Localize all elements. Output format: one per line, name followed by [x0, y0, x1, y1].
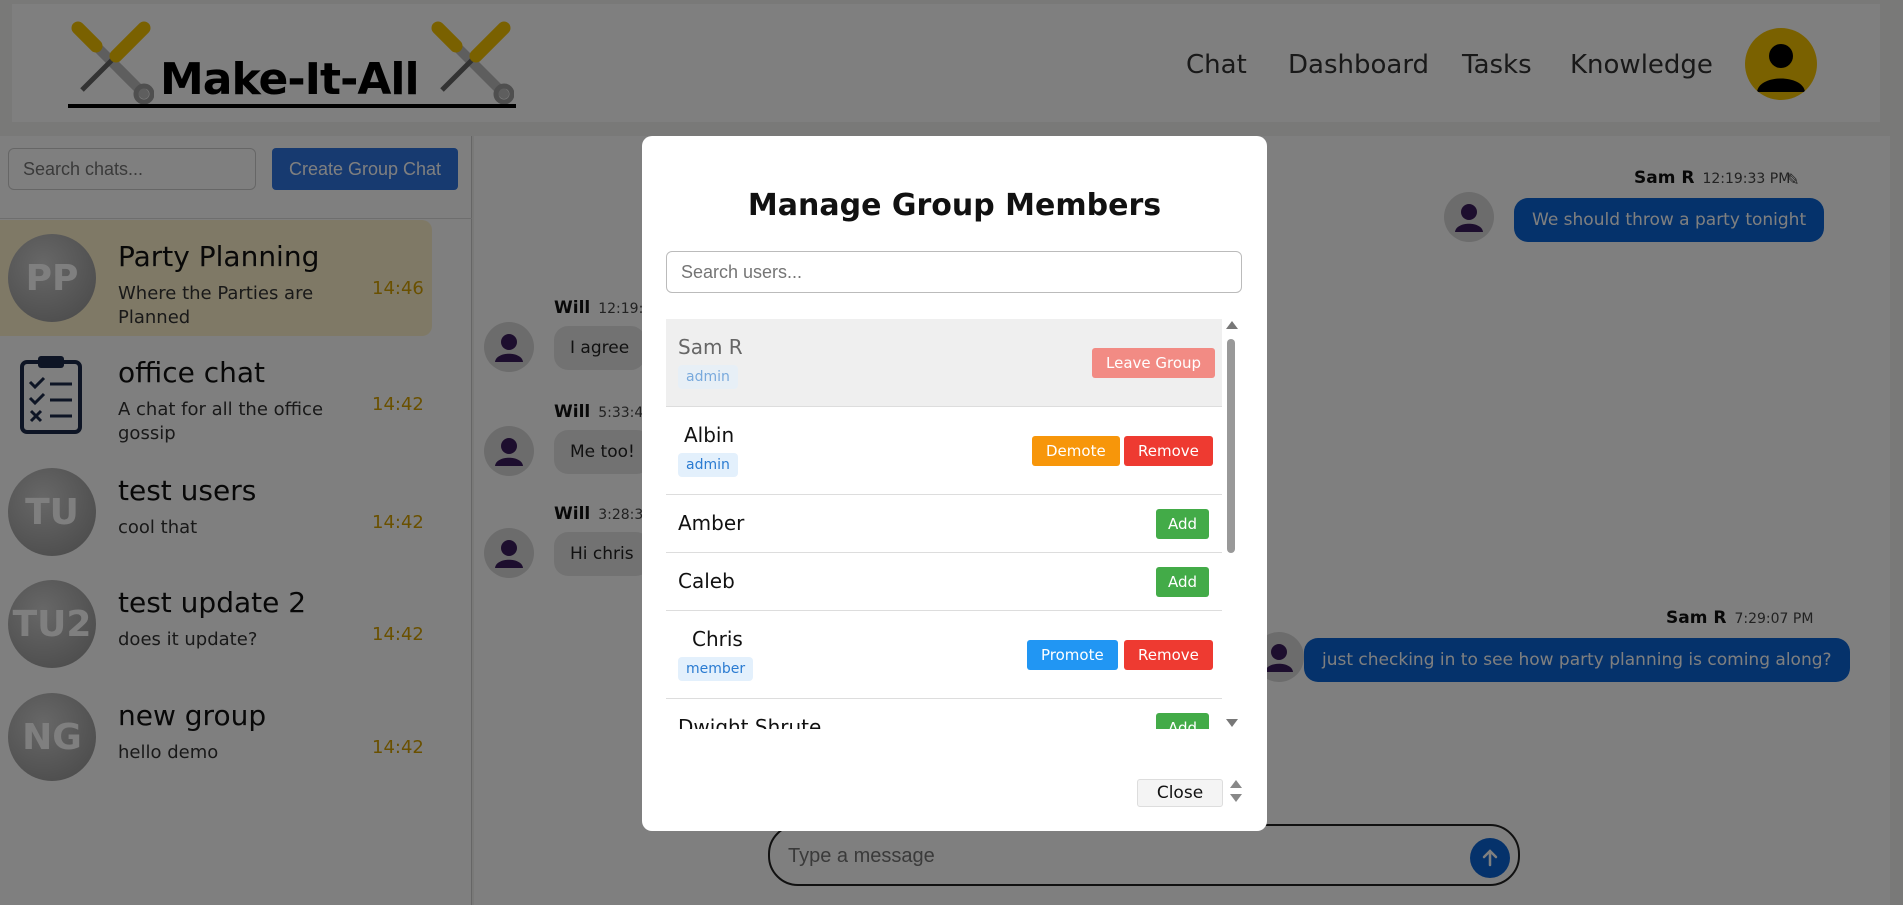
role-badge: admin	[678, 365, 738, 389]
modal-title: Manage Group Members	[747, 188, 1162, 223]
scroll-thumb[interactable]	[1227, 339, 1235, 553]
member-name: Dwight Shrute	[678, 715, 822, 729]
spinner-arrows-icon[interactable]	[1230, 780, 1242, 808]
members-scrollbar[interactable]	[1224, 319, 1238, 729]
role-badge: member	[678, 657, 754, 681]
members-list: Sam R admin Leave Group Albin admin Demo…	[666, 319, 1222, 729]
scroll-up-arrow-icon[interactable]	[1226, 321, 1238, 329]
add-button[interactable]: Add	[1156, 509, 1210, 539]
member-row: Albin admin Demote Remove	[666, 407, 1222, 495]
member-name: Albin	[684, 423, 735, 447]
member-row: Caleb Add	[666, 553, 1222, 611]
member-name: Amber	[678, 511, 745, 535]
remove-button[interactable]: Remove	[1124, 640, 1213, 670]
member-row: Dwight Shrute Add	[666, 699, 1222, 729]
member-name: Sam R	[678, 335, 743, 359]
scroll-down-arrow-icon[interactable]	[1226, 719, 1238, 727]
member-name: Caleb	[678, 569, 735, 593]
promote-button[interactable]: Promote	[1027, 640, 1118, 670]
member-row: Amber Add	[666, 495, 1222, 553]
demote-button[interactable]: Demote	[1032, 436, 1120, 466]
add-button[interactable]: Add	[1156, 567, 1210, 597]
search-users-input[interactable]	[666, 251, 1242, 293]
add-button[interactable]: Add	[1156, 713, 1210, 729]
member-row: Sam R admin Leave Group	[666, 319, 1222, 407]
manage-members-modal: Manage Group Members Sam R admin Leave G…	[642, 136, 1267, 831]
remove-button[interactable]: Remove	[1124, 436, 1213, 466]
member-name: Chris	[692, 627, 743, 651]
leave-group-button[interactable]: Leave Group	[1092, 348, 1216, 378]
role-badge: admin	[678, 453, 738, 477]
close-button[interactable]: Close	[1137, 779, 1223, 807]
member-row: Chris member Promote Remove	[666, 611, 1222, 699]
